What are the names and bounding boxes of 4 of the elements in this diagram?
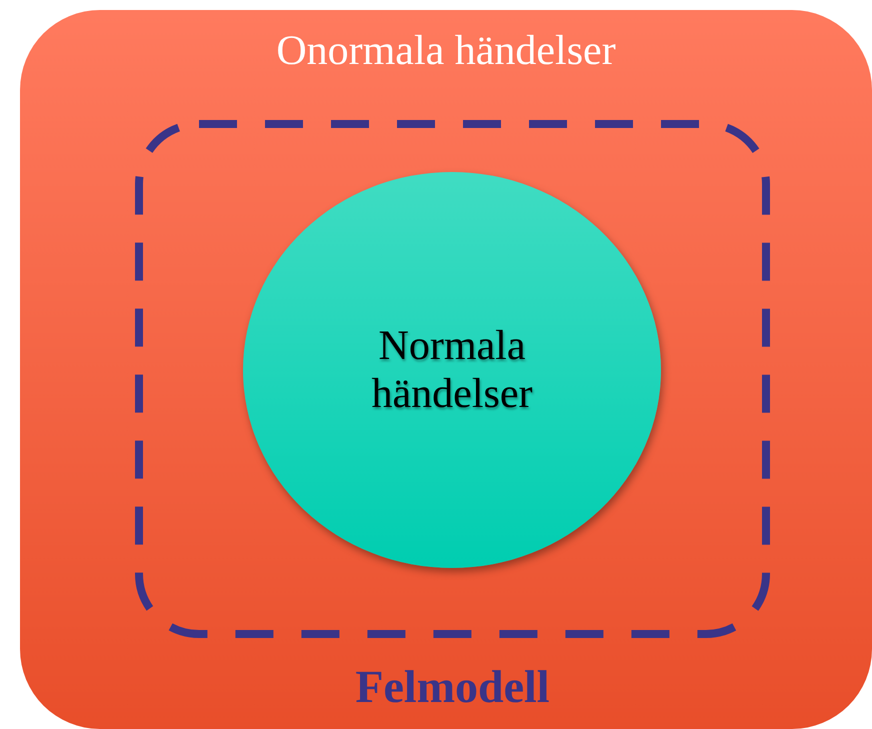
frame-label: Felmodell xyxy=(354,664,551,710)
circle-label: Normala händelser xyxy=(370,322,534,418)
rounded-panel xyxy=(20,10,872,729)
panel-title: Onormala händelser xyxy=(275,28,617,74)
